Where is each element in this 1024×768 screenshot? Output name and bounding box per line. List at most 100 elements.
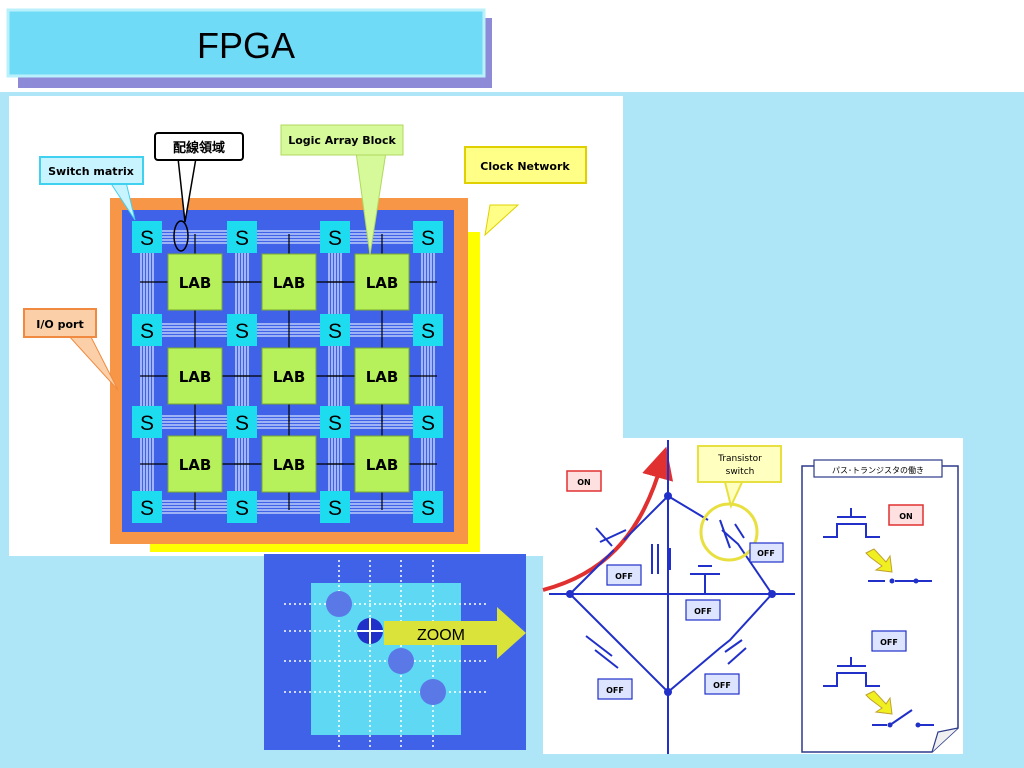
switch-matrix-block: S	[413, 491, 443, 523]
switch-label: S	[328, 412, 342, 435]
zoom-node	[388, 648, 414, 674]
switch-label: S	[235, 320, 249, 343]
lab-label: LAB	[366, 274, 399, 292]
svg-text:switch: switch	[726, 467, 755, 477]
lab-block: LAB	[261, 253, 317, 311]
switch-label: S	[235, 227, 249, 250]
switch-grid: S S S S S S S S S S S S S S S S	[132, 221, 443, 523]
switch-matrix-block: S	[227, 314, 257, 346]
lab-label: LAB	[273, 456, 306, 474]
switch-label: S	[328, 227, 342, 250]
switch-matrix-block: S	[227, 221, 257, 253]
pass-transistor-title: パス･トランジスタの働き	[832, 465, 924, 475]
transistor-bridge-panel: ON	[542, 438, 963, 754]
on-badge: ON	[566, 470, 602, 492]
wiring-region-label: 配線領域	[173, 140, 225, 156]
switch-matrix-block: S	[320, 314, 350, 346]
svg-text:Transistor: Transistor	[717, 454, 762, 464]
io-port-callout: I/O port	[23, 308, 119, 391]
svg-text:OFF: OFF	[713, 681, 731, 690]
switch-matrix-block: S	[132, 406, 162, 438]
title-box: FPGA	[6, 8, 492, 88]
svg-text:ON: ON	[577, 478, 591, 487]
svg-text:OFF: OFF	[880, 638, 898, 647]
zoom-panel: ZOOM	[264, 554, 526, 750]
switch-matrix-block: S	[320, 406, 350, 438]
switch-matrix-block: S	[132, 491, 162, 523]
page-title: FPGA	[197, 25, 295, 66]
switch-matrix-block: S	[227, 406, 257, 438]
switch-label: S	[140, 227, 154, 250]
switch-label: S	[328, 320, 342, 343]
zoom-arrow: ZOOM	[384, 607, 526, 659]
off-state-arrow	[865, 690, 893, 715]
lab-label: LAB	[179, 274, 212, 292]
switch-label: S	[421, 320, 435, 343]
lab-label: LAB	[179, 456, 212, 474]
switch-matrix-block: S	[413, 406, 443, 438]
lab-label: LAB	[366, 368, 399, 386]
switch-matrix-block: S	[413, 221, 443, 253]
switch-label: S	[421, 227, 435, 250]
clock-network-callout: Clock Network	[464, 146, 587, 184]
zoom-focus-node	[357, 618, 383, 644]
off-badge: OFF	[704, 673, 740, 695]
lab-block: LAB	[261, 435, 317, 493]
switch-matrix-block: S	[320, 221, 350, 253]
pass-on-badge: ON	[888, 504, 924, 526]
off-badge: OFF	[597, 678, 633, 700]
switch-label: S	[235, 412, 249, 435]
lab-block: LAB	[167, 435, 223, 493]
svg-text:OFF: OFF	[606, 686, 624, 695]
pass-off-badge: OFF	[871, 630, 907, 652]
svg-text:OFF: OFF	[694, 607, 712, 616]
lab-block: LAB	[354, 347, 410, 405]
lab-block: LAB	[261, 347, 317, 405]
switch-label: S	[140, 497, 154, 520]
switch-label: S	[421, 412, 435, 435]
switch-matrix-block: S	[413, 314, 443, 346]
switch-label: S	[328, 497, 342, 520]
pass-transistor-card: パス･トランジスタの働き ON	[801, 459, 959, 753]
on-state-arrow	[865, 548, 893, 573]
bridge-nodes	[566, 492, 776, 696]
zoom-node	[326, 591, 352, 617]
svg-text:OFF: OFF	[615, 572, 633, 581]
lab-label: LAB	[273, 368, 306, 386]
switch-label: S	[235, 497, 249, 520]
lab-block: LAB	[167, 347, 223, 405]
wiring-region-callout: 配線領域	[154, 132, 244, 223]
lab-grid: LAB LAB LAB LAB LAB LAB LAB LAB LAB	[167, 253, 410, 493]
switch-label: S	[421, 497, 435, 520]
svg-text:OFF: OFF	[757, 549, 775, 558]
svg-text:ON: ON	[899, 512, 913, 521]
zoom-node	[420, 679, 446, 705]
clock-network-label: Clock Network	[480, 160, 570, 173]
lab-block: LAB	[354, 253, 410, 311]
routing-channels	[140, 230, 437, 514]
switch-matrix-label: Switch matrix	[48, 165, 134, 178]
off-badge: OFF	[749, 542, 784, 563]
switch-label: S	[140, 412, 154, 435]
lab-label: LAB	[273, 274, 306, 292]
off-badge: OFF	[606, 564, 642, 586]
switch-matrix-block: S	[227, 491, 257, 523]
lab-callout: Logic Array Block	[280, 124, 404, 256]
lab-block: LAB	[354, 435, 410, 493]
switch-label: S	[140, 320, 154, 343]
io-port-label: I/O port	[36, 318, 83, 331]
lab-label: LAB	[366, 456, 399, 474]
switch-matrix-block: S	[132, 314, 162, 346]
zoom-link-arrow	[542, 446, 674, 592]
lab-block: LAB	[167, 253, 223, 311]
clock-network-callout-pointer	[484, 204, 520, 237]
switch-matrix-block: S	[132, 221, 162, 253]
off-badge: OFF	[685, 599, 721, 621]
switch-matrix-callout: Switch matrix	[39, 156, 144, 221]
lab-callout-label: Logic Array Block	[288, 134, 396, 147]
zoom-label: ZOOM	[417, 627, 465, 644]
switch-matrix-block: S	[320, 491, 350, 523]
wiring-region-marker	[173, 220, 189, 252]
